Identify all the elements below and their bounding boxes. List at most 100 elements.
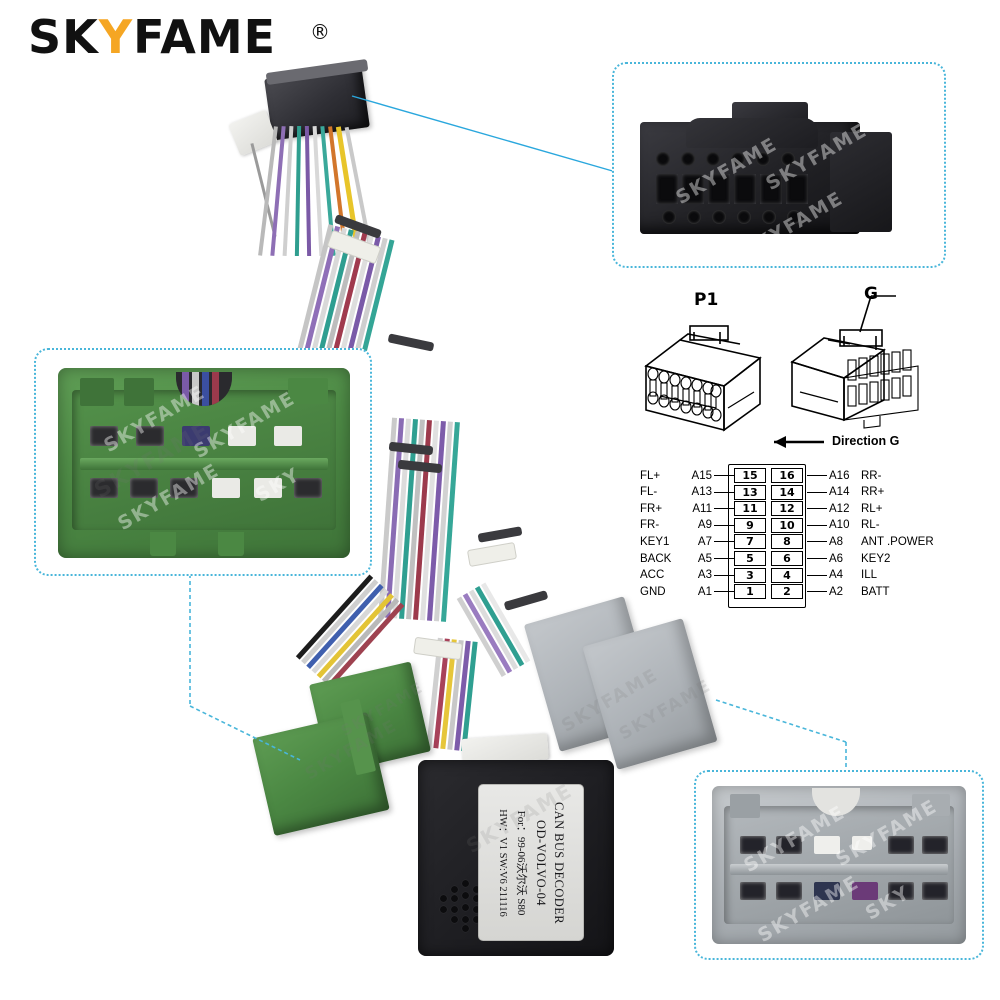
cable-tie <box>387 333 435 352</box>
pin-cell-even: 8 <box>771 534 803 550</box>
brand-name-part1: SK <box>28 10 99 64</box>
pin-left-lead <box>714 574 734 576</box>
brand-name-y: Y <box>98 10 134 64</box>
pin-left-name: BACK <box>640 552 672 565</box>
pin-left-name: GND <box>640 585 666 598</box>
brand-name-part2: FAME <box>133 10 277 64</box>
pin-left-lead <box>714 524 734 526</box>
pin-left-code: A3 <box>697 569 712 582</box>
pin-left-code: A15 <box>691 469 712 482</box>
pin-left-code: A5 <box>697 552 712 565</box>
connector-lineart-diagrams: P1 G <box>628 284 958 448</box>
cable-tie-white <box>466 541 518 568</box>
pin-left-code: A13 <box>691 486 712 499</box>
pin-left-code: A7 <box>697 535 712 548</box>
callout-green-connector: SKYFAME SKYFAME SKYFAME SKY <box>34 348 372 576</box>
pin-cell-odd: 7 <box>734 534 766 550</box>
decoder-label-vehicle: For：99-06沃尔沃 S80 <box>515 810 527 915</box>
pin-left-code: A1 <box>697 585 712 598</box>
pin-cell-odd: 9 <box>734 517 766 533</box>
callout-black-connector: SKYFAME SKYFAME SKYFAME <box>612 62 946 268</box>
pin-left-name: KEY1 <box>640 535 670 548</box>
brand-logo: SKYFAME ® <box>28 14 330 60</box>
harness-gray-connector-b <box>582 618 718 770</box>
pin-right-name: RR+ <box>861 486 885 499</box>
pin-right-name: RR- <box>861 469 882 482</box>
pin-cell-odd: 15 <box>734 468 766 483</box>
gray-connector-image: SKYFAME SKYFAME SKYFAME SKY <box>712 786 966 947</box>
pin-cell-even: 6 <box>771 551 803 566</box>
pinout-row: FR- A9 9 10 A10 RL- <box>640 517 950 533</box>
pin-cell-odd: 3 <box>734 567 766 583</box>
pin-left-lead <box>714 475 734 476</box>
pinout-row: FL- A13 13 14 A14 RR+ <box>640 484 950 500</box>
lineart-p1-label: P1 <box>694 290 719 310</box>
callout-gray-connector: SKYFAME SKYFAME SKYFAME SKY <box>694 770 984 960</box>
decoder-label-version: HW：V1 SW:V6 211116 <box>497 808 508 917</box>
pin-cell-even: 16 <box>771 468 803 483</box>
pin-right-code: A4 <box>829 569 844 582</box>
green-connector-image: SKYFAME SKYFAME SKYFAME SKY <box>58 368 350 558</box>
pin-right-lead <box>807 475 827 476</box>
pin-right-name: BATT <box>861 585 890 598</box>
pin-cell-even: 4 <box>771 567 803 583</box>
lineart-g-label: G <box>864 284 878 304</box>
pin-right-code: A14 <box>829 486 850 499</box>
pin-left-name: ACC <box>640 569 665 582</box>
pin-cell-even: 10 <box>771 517 803 533</box>
pin-right-lead <box>807 541 827 543</box>
pin-cell-even: 14 <box>771 484 803 500</box>
pin-right-name: ANT .POWER <box>861 535 934 548</box>
pin-right-code: A6 <box>829 552 844 565</box>
pin-left-name: FL+ <box>640 469 661 482</box>
pin-left-name: FL- <box>640 486 658 499</box>
pin-left-lead <box>714 541 734 543</box>
pin-left-lead <box>714 591 734 593</box>
pin-left-lead <box>714 491 734 493</box>
black-connector-image: SKYFAME SKYFAME SKYFAME <box>640 90 892 263</box>
pin-left-code: A9 <box>697 519 712 532</box>
pin-cell-odd: 1 <box>734 584 766 600</box>
direction-label: Direction G <box>832 434 900 448</box>
pin-cell-even: 2 <box>771 584 803 600</box>
pin-right-lead <box>807 558 827 559</box>
harness-green-connector-b <box>252 712 390 836</box>
pin-right-lead <box>807 508 827 510</box>
pin-cell-odd: 11 <box>734 501 766 517</box>
cable-tie <box>477 526 523 543</box>
pin-right-lead <box>807 574 827 576</box>
pin-right-lead <box>807 591 827 593</box>
pin-left-name: FR+ <box>640 502 663 515</box>
pin-right-lead <box>807 524 827 526</box>
pin-right-lead <box>807 491 827 493</box>
pin-right-code: A2 <box>829 585 844 598</box>
pin-left-lead <box>714 508 734 510</box>
pin-cell-even: 12 <box>771 501 803 517</box>
pinout-row: FR+ A11 11 12 A12 RL+ <box>640 501 950 517</box>
registered-trademark-icon: ® <box>310 20 331 44</box>
pinout-row: FL+ A15 15 16 A16 RR- <box>640 468 950 483</box>
pin-right-name: RL+ <box>861 502 883 515</box>
pin-right-name: RL- <box>861 519 880 532</box>
pin-right-code: A10 <box>829 519 850 532</box>
decoder-label-model: OD-VOLVO-04 <box>534 819 548 906</box>
pin-cell-odd: 13 <box>734 484 766 500</box>
pin-right-code: A8 <box>829 535 844 548</box>
pin-right-code: A16 <box>829 469 850 482</box>
pin-right-name: ILL <box>861 569 877 582</box>
pin-cell-odd: 5 <box>734 551 766 566</box>
lineart-svg <box>644 295 919 448</box>
pin-right-code: A12 <box>829 502 850 515</box>
pin-left-name: FR- <box>640 519 660 532</box>
decoder-spec-label: CAN BUS DECODER OD-VOLVO-04 For：99-06沃尔沃… <box>478 784 584 941</box>
decoder-label-title: CAN BUS DECODER <box>552 801 566 924</box>
can-bus-decoder-box: CAN BUS DECODER OD-VOLVO-04 For：99-06沃尔沃… <box>418 760 614 956</box>
pin-left-lead <box>714 558 734 559</box>
pin-left-code: A11 <box>692 502 712 515</box>
